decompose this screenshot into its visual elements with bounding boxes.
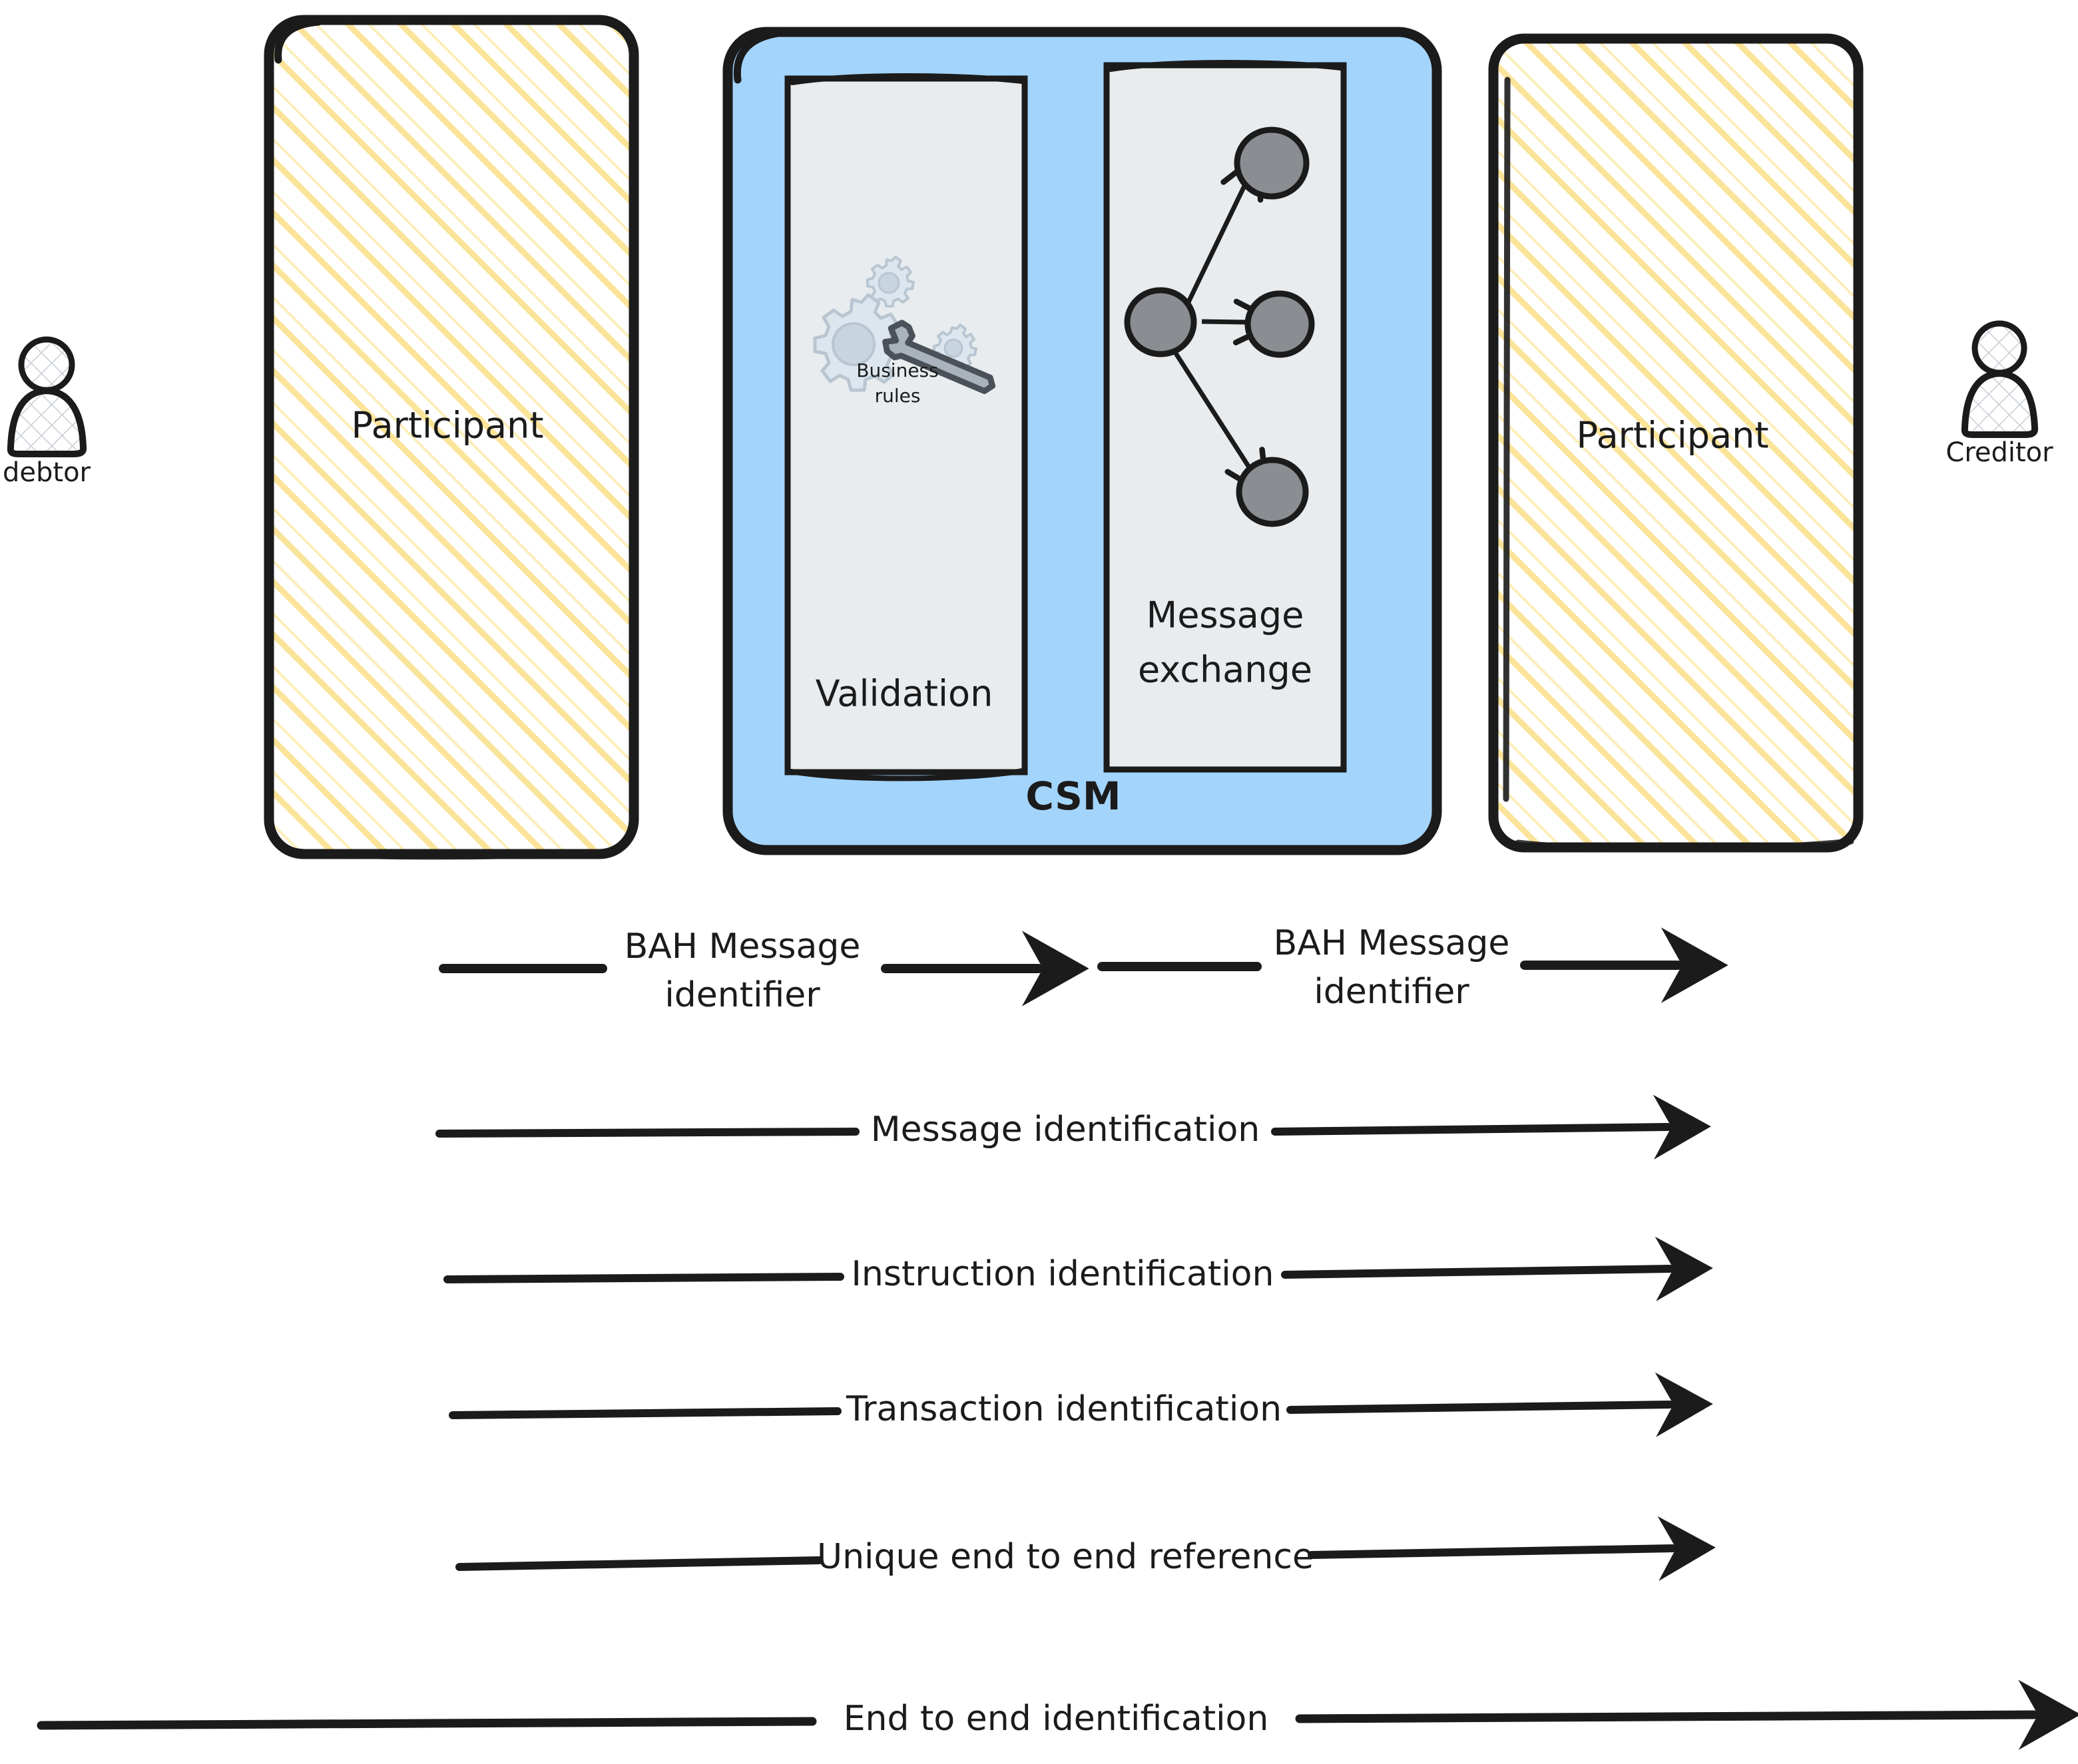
flow-label-instruction-identification: Instruction identification [852,1254,1274,1294]
person-icon-debtor [7,336,87,457]
message-exchange-label-line1: Message [1147,594,1304,636]
node-graph-icon [1124,126,1315,527]
validation-panel [784,73,1028,781]
validation-panel-label: Validation [816,673,993,715]
flow-arrow-unique-end-to-end-reference [455,1516,1716,1581]
flow-arrow-transaction-identification [449,1372,1713,1437]
person-icon-creditor [1961,320,2039,438]
flow-arrow-end-to-end-identification [37,1679,2078,1750]
gears-wrench-icon [813,256,996,394]
csm-box [722,27,1442,855]
flow-label-transaction-identification: Transaction identification [846,1389,1282,1429]
actor-label-debtor: debtor [3,457,91,488]
participant-box-left [264,15,639,860]
participant-box-right [1488,33,1864,853]
actor-label-creditor: Creditor [1946,437,2053,468]
csm-label: CSM [1025,773,1121,819]
participant-label-left: Participant [351,405,543,447]
flow-arrow-message-identification [435,1094,1711,1160]
business-rules-caption-line1: Business [856,359,938,381]
flow-label-end-to-end-identification: End to end identification [844,1699,1269,1739]
participant-label-right: Participant [1576,415,1768,457]
business-rules-caption-line2: rules [875,385,921,407]
flow-label-bah-right-line2: identifier [1314,972,1469,1012]
flow-label-bah-right-line1: BAH Message [1274,923,1510,963]
message-exchange-label-line2: exchange [1138,649,1312,691]
flow-arrow-bah-right [1097,927,1728,1003]
flow-label-bah-left-line1: BAH Message [625,927,861,967]
flow-label-bah-left-line2: identifier [664,975,820,1015]
flow-label-unique-end-to-end-reference: Unique end to end reference [817,1537,1314,1577]
flow-arrow-instruction-identification [443,1236,1713,1301]
flow-label-message-identification: Message identification [871,1110,1260,1150]
